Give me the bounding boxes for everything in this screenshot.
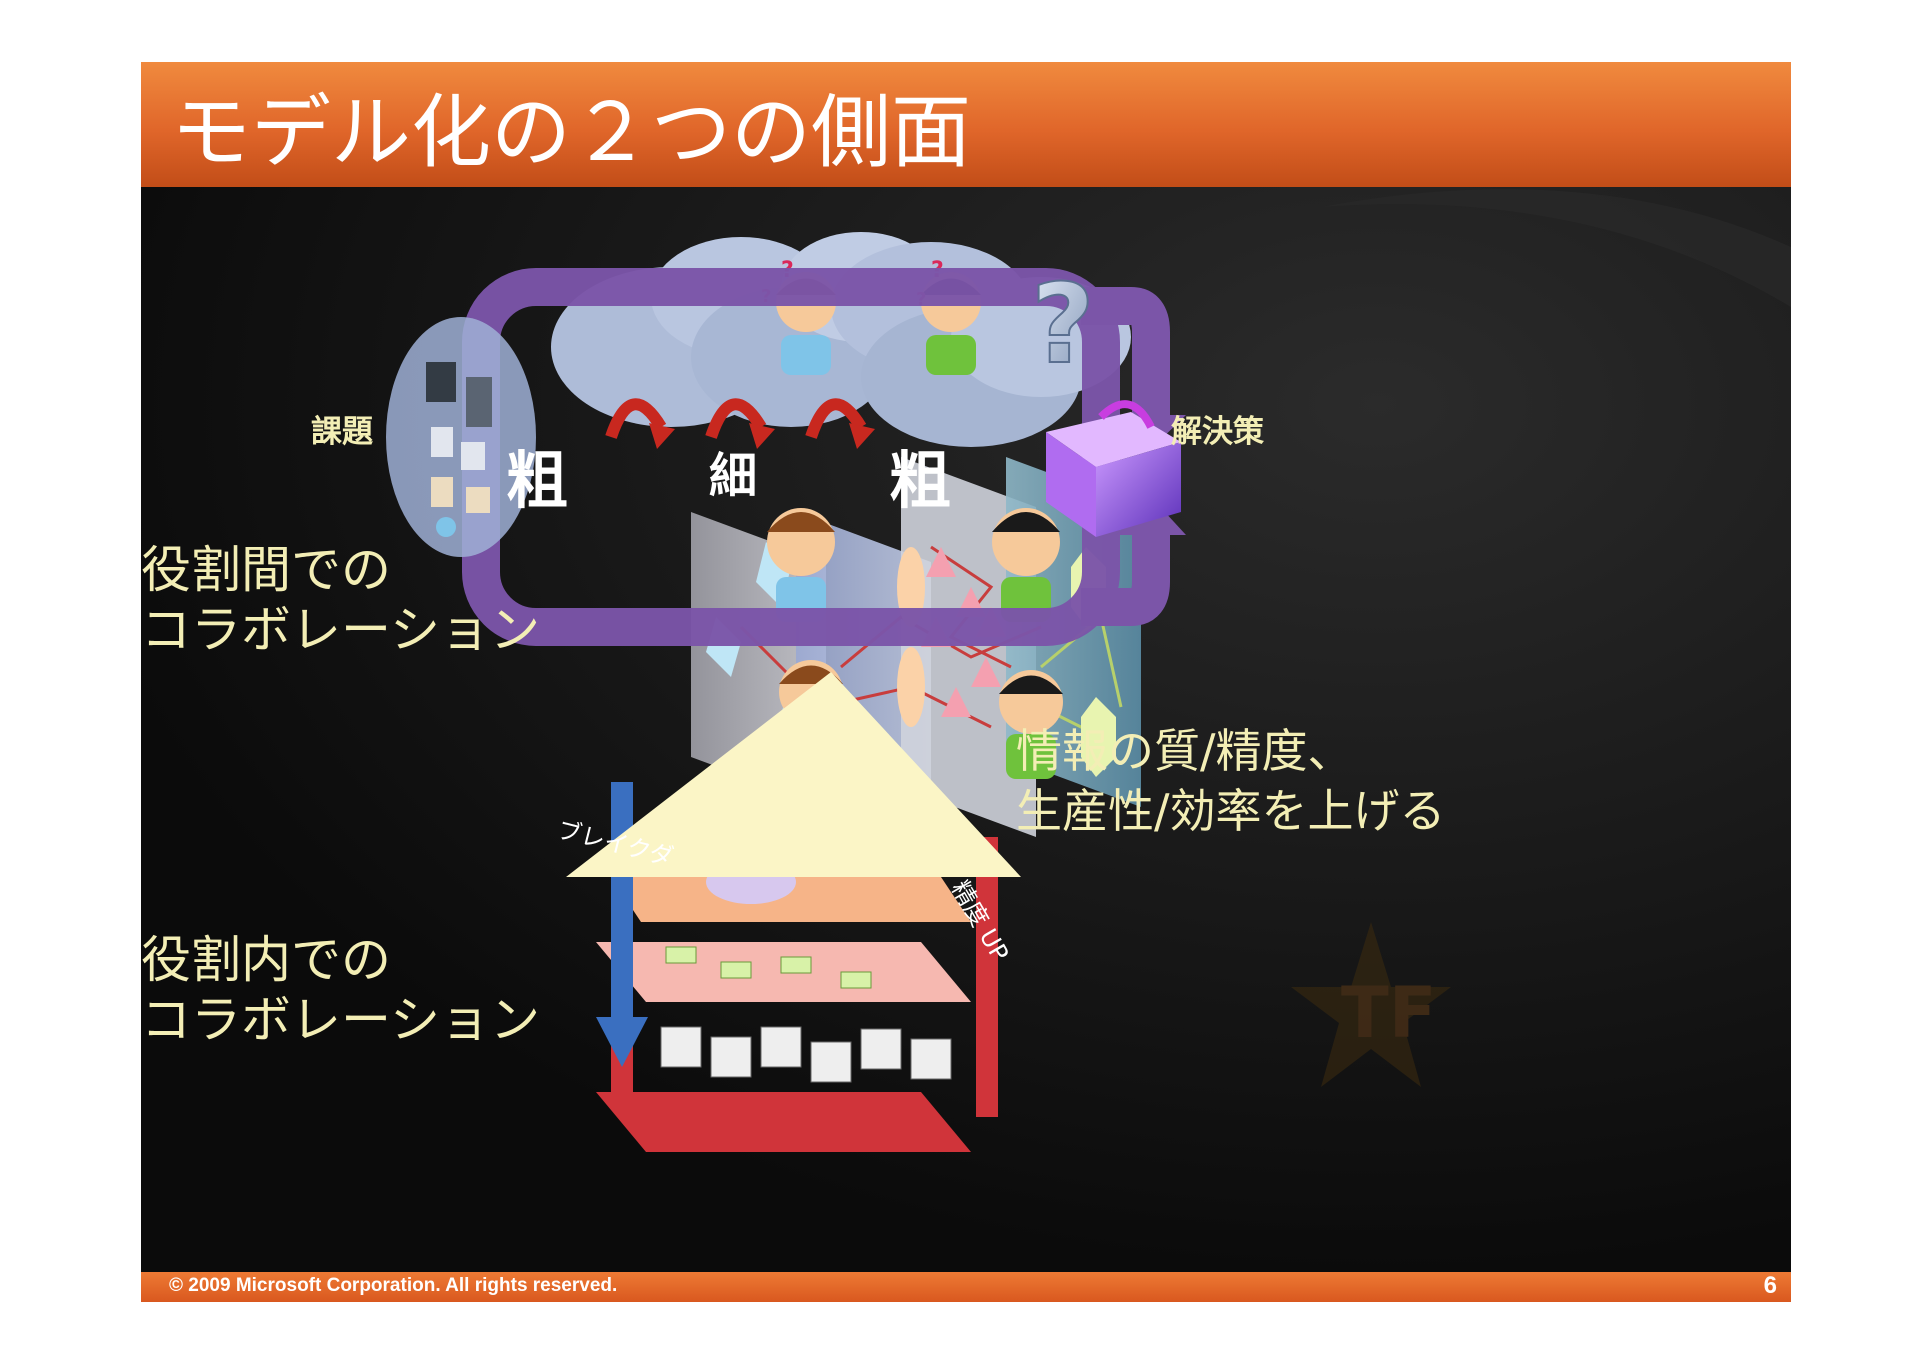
slide-title: モデル化の２つの側面 xyxy=(171,86,971,179)
refinement-arrow-heads xyxy=(649,423,875,449)
title-bar: モデル化の２つの側面 xyxy=(141,62,1791,187)
fine-label: 細 xyxy=(709,448,757,504)
person-green-2-icon xyxy=(999,670,1063,779)
inter-role-line1: 役割間での xyxy=(141,541,391,599)
intra-role-line1: 役割内での xyxy=(141,931,391,989)
footer-bar: © 2009 Microsoft Corporation. All rights… xyxy=(141,1272,1791,1302)
slide: モデル化の２つの側面 xyxy=(141,62,1791,1302)
coarse-label-right: 粗 xyxy=(889,444,951,517)
background-swoosh xyxy=(1321,189,1791,307)
server-cloud-icon xyxy=(386,317,536,557)
star-logo-icon: TF xyxy=(1291,922,1451,1087)
gift-box-icon xyxy=(1046,400,1181,537)
person-green-1-icon xyxy=(992,508,1060,622)
refinement-arrows xyxy=(605,398,867,439)
page-number: 6 xyxy=(1763,1272,1777,1299)
inter-role-line2: コラボレーション xyxy=(141,601,540,659)
intra-role-line2: コラボレーション xyxy=(141,991,540,1049)
coarse-label-left: 粗 xyxy=(506,444,568,517)
copyright-text: © 2009 Microsoft Corporation. All rights… xyxy=(169,1275,618,1296)
person-blue-1-icon xyxy=(767,508,835,622)
precision-triangle xyxy=(566,672,1021,877)
svg-text:TF: TF xyxy=(1341,972,1437,1054)
collaboration-diagram: ? ? ? ? xyxy=(141,187,1791,1272)
quality-line2: 生産性/効率を上げる xyxy=(1016,784,1446,838)
question-mark-icon: ? xyxy=(1031,260,1095,388)
solution-label: 解決策 xyxy=(1171,414,1264,450)
arrow-down-icon xyxy=(596,1017,648,1067)
layer-stack xyxy=(596,837,998,1152)
problem-label: 課題 xyxy=(311,414,373,450)
orange-ovals xyxy=(897,547,925,727)
quality-line1: 情報の質/精度、 xyxy=(1016,724,1354,778)
